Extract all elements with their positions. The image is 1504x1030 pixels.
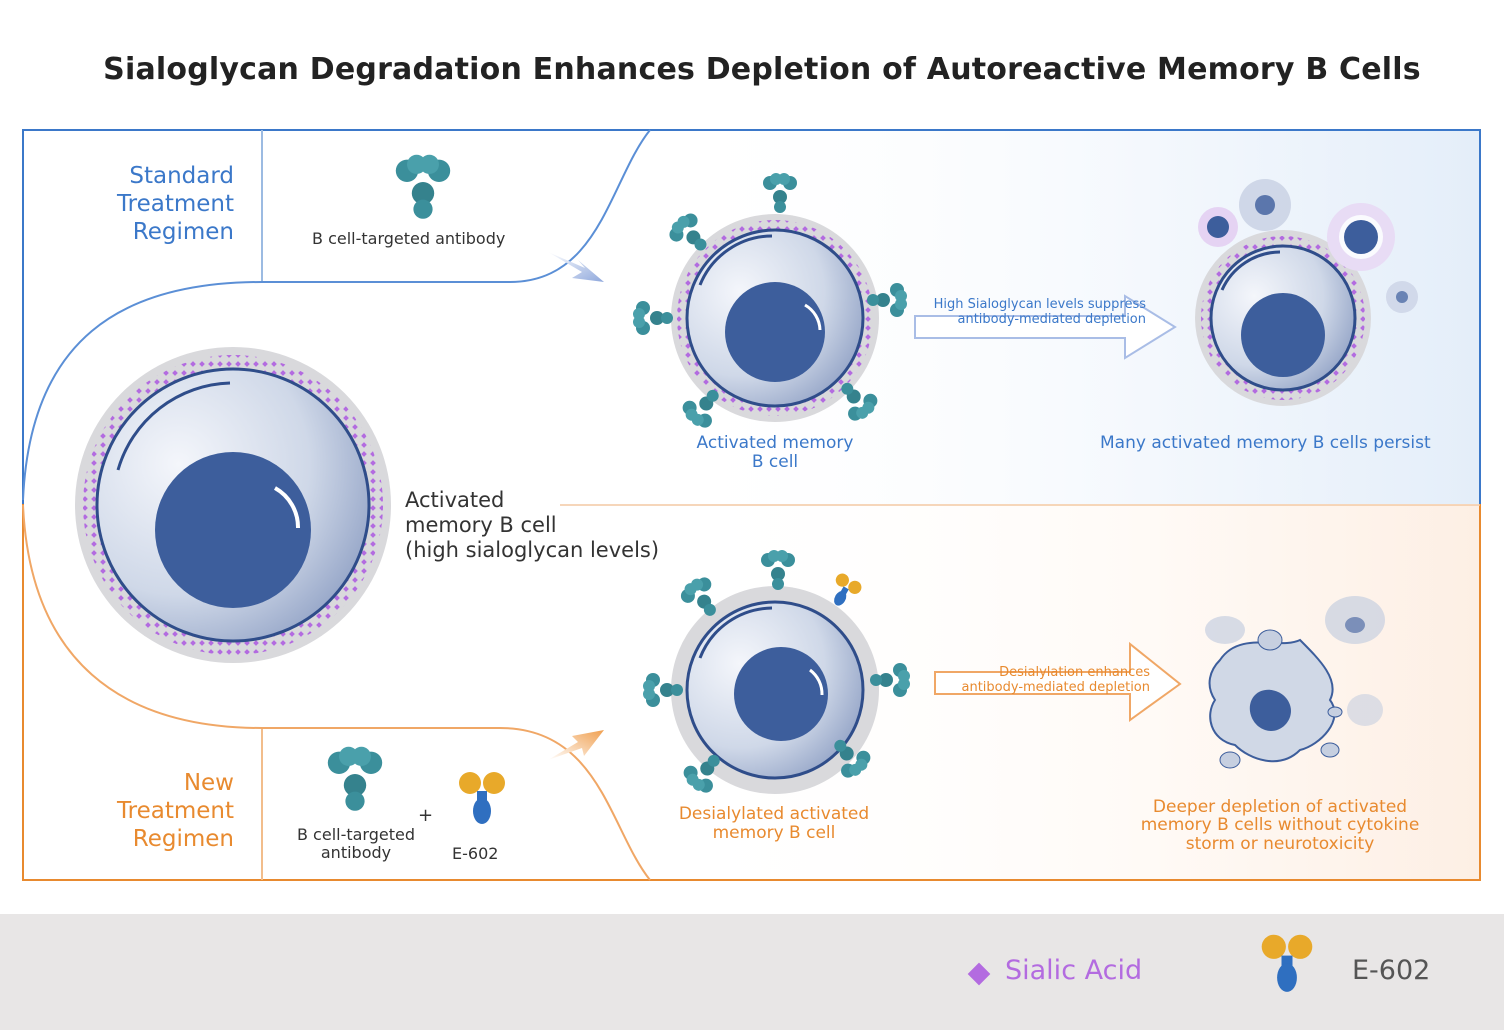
standard-outcome-label: Many activated memory B cells persist <box>1100 433 1431 453</box>
standard-outcome-arrow <box>914 294 1177 360</box>
standard-cell-label: Activated memory B cell <box>696 433 854 473</box>
plus-sign: + <box>418 805 434 826</box>
standard-flow-line <box>22 129 651 501</box>
standard-antibody-icon <box>395 154 451 219</box>
new-arrow-label: Desialylation enhances antibody-mediated… <box>961 665 1150 695</box>
standard-regimen-label: Standard Treatment Regimen <box>116 163 234 246</box>
e602-icon <box>459 772 505 824</box>
sialic-acid-icon <box>967 962 991 986</box>
new-drug-label: E-602 <box>452 844 499 863</box>
center-memory-b-cell <box>75 347 391 663</box>
new-flow-line <box>22 504 651 881</box>
new-antibody-icon <box>327 746 383 811</box>
persisting-cell <box>1195 179 1418 406</box>
new-outcome-label: Deeper depletion of activated memory B c… <box>1140 797 1420 854</box>
new-agent-label: B cell-targeted antibody <box>296 825 415 863</box>
legend-sialic-label: Sialic Acid <box>1005 955 1143 986</box>
new-outcome-arrow <box>934 641 1182 722</box>
new-panel-border <box>22 504 1481 881</box>
depleted-cells <box>1205 596 1385 769</box>
new-flow-arrow <box>548 730 604 760</box>
desialylated-cell <box>643 550 910 798</box>
standard-flow-arrow <box>548 252 604 282</box>
standard-activated-cell <box>633 173 907 433</box>
page-title: Sialoglycan Degradation Enhances Depleti… <box>103 52 1421 87</box>
standard-arrow-label: High Sialoglycan levels suppress antibod… <box>933 297 1146 327</box>
new-regimen-label: New Treatment Regimen <box>116 770 234 853</box>
standard-panel-border <box>22 129 1481 504</box>
new-cell-label: Desialylated activated memory B cell <box>678 804 870 843</box>
legend-drug-label: E-602 <box>1352 955 1431 986</box>
center-cell-label: Activated memory B cell (high sialoglyca… <box>405 488 660 563</box>
standard-agent-label: B cell-targeted antibody <box>312 229 506 248</box>
